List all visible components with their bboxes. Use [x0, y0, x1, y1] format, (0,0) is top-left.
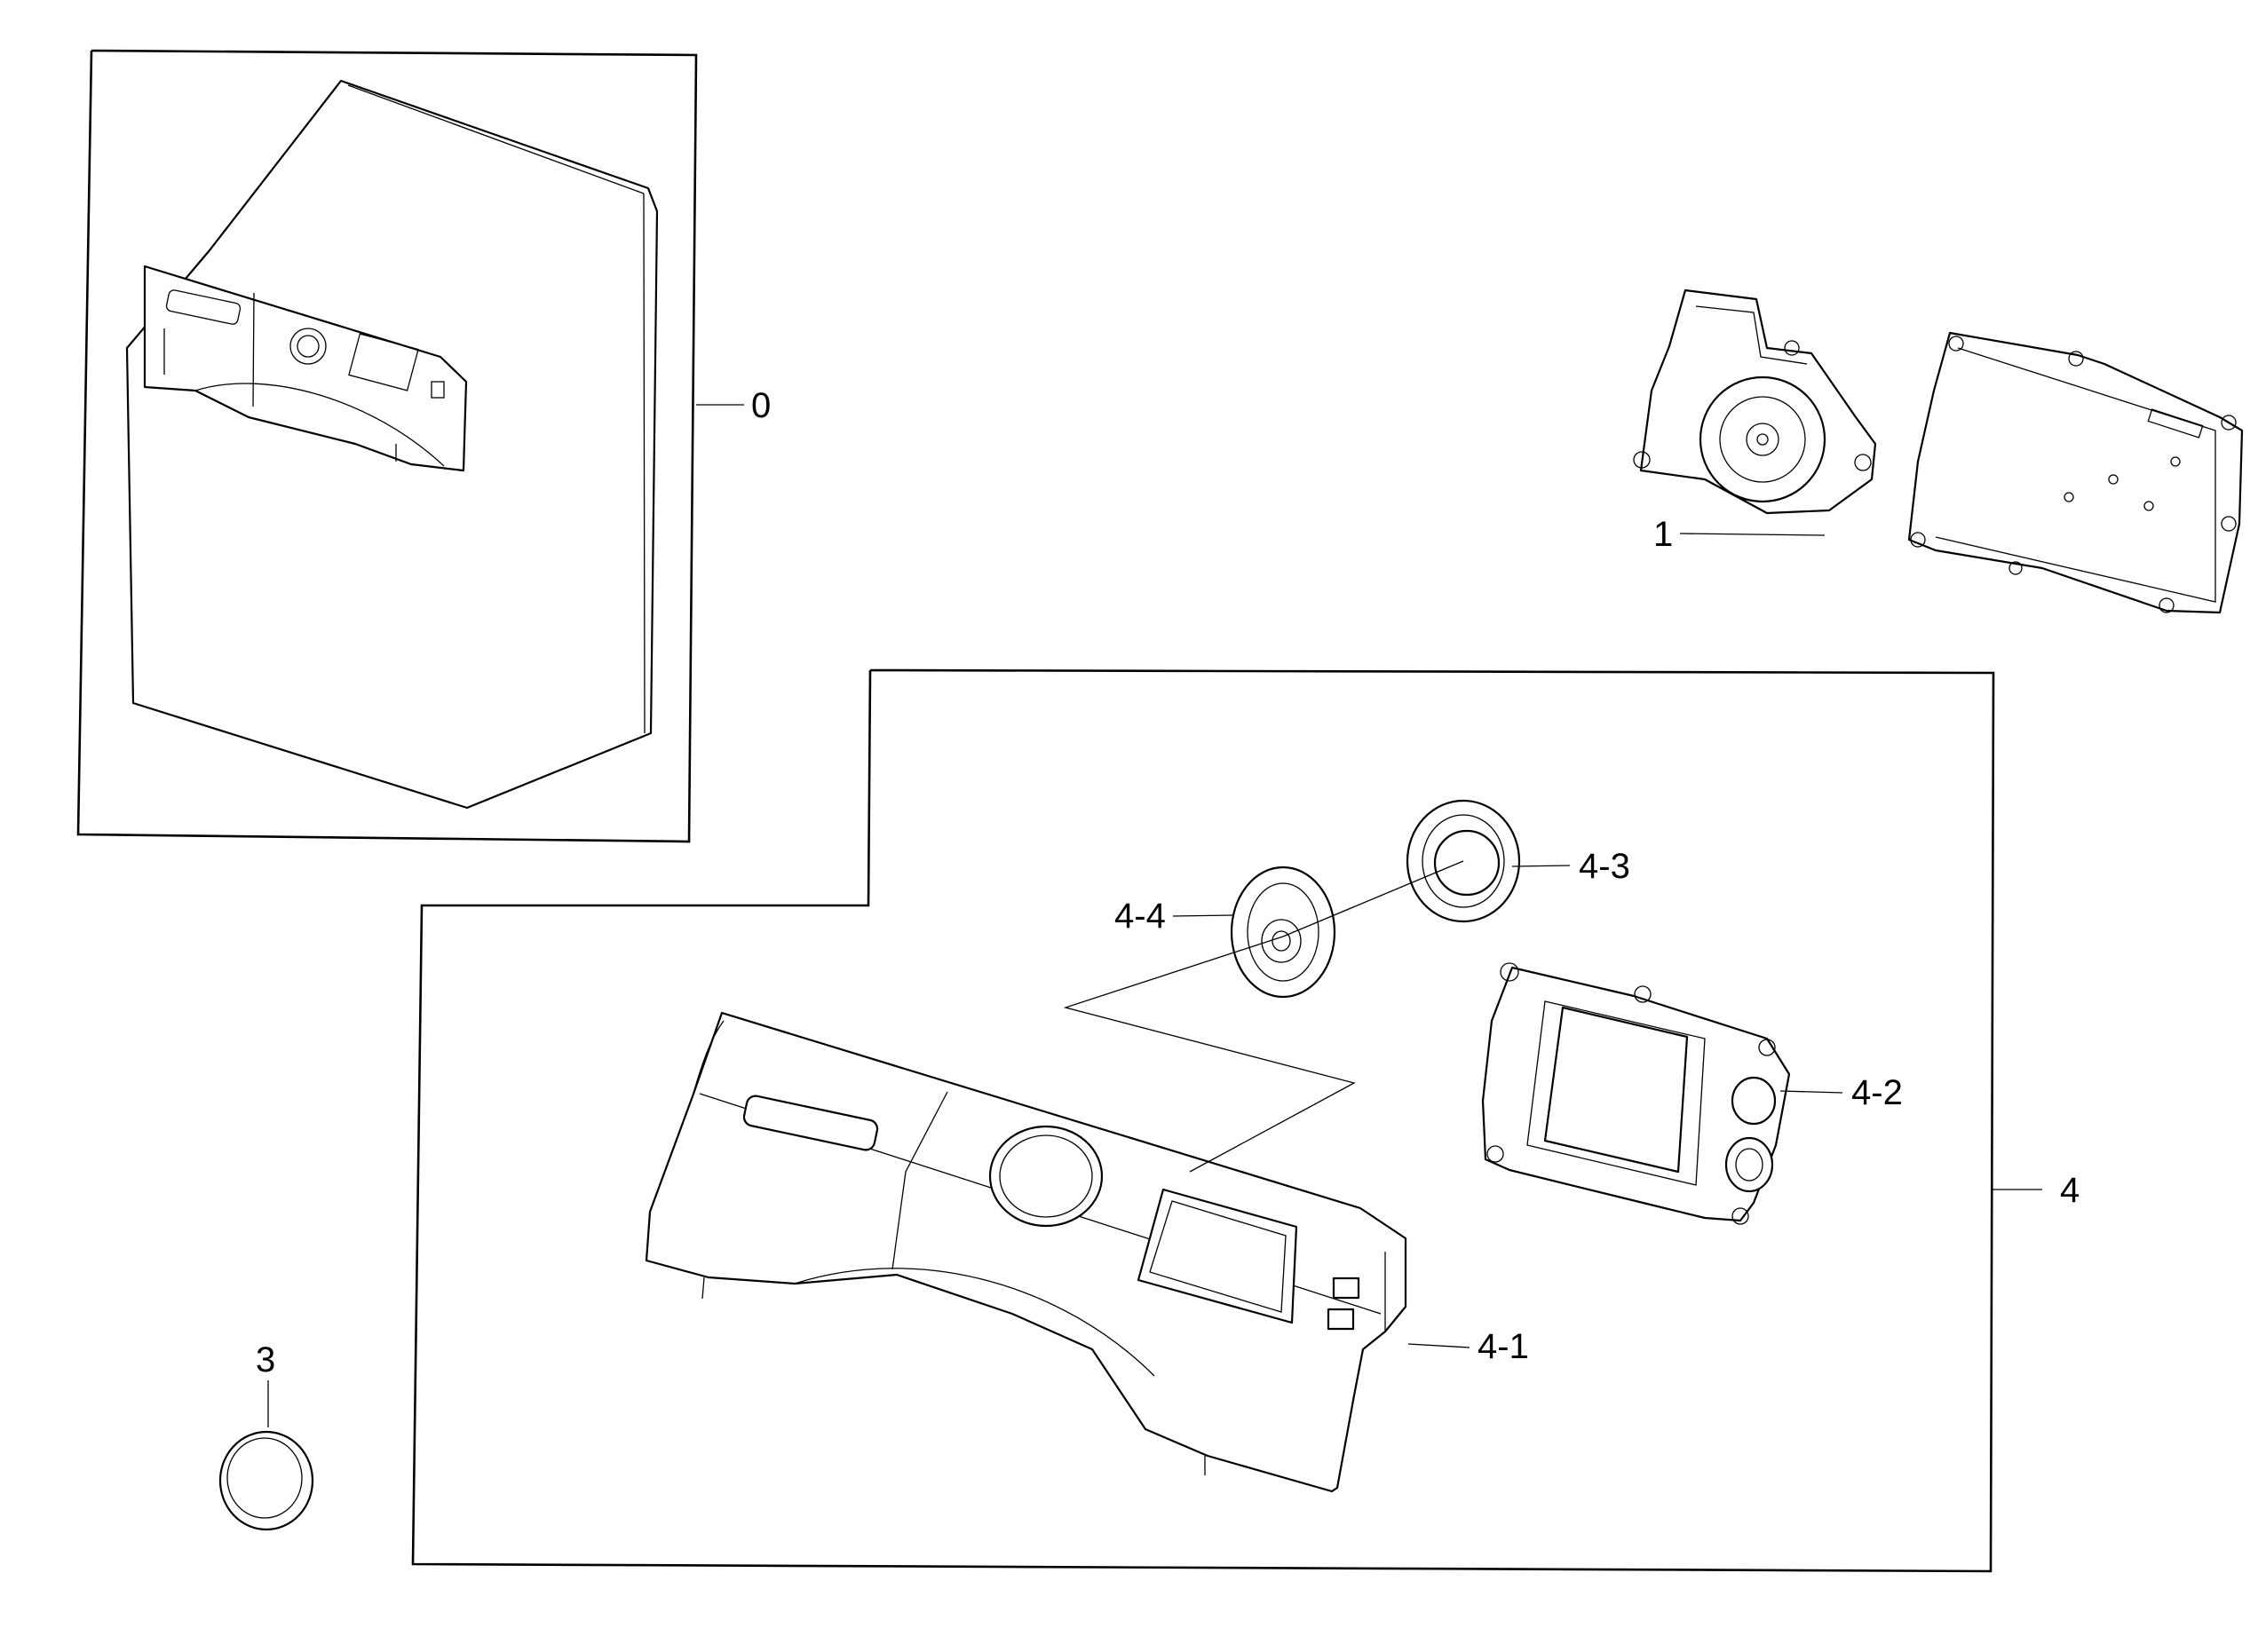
callout-4-4-label: 4-4 [1114, 897, 1166, 936]
assembly-guide-lines [1063, 860, 1464, 1173]
control-panel-frame-illustration [645, 1011, 1407, 1493]
callout-4-3: 4-3 [1511, 847, 1630, 886]
callout-4-3-label: 4-3 [1579, 847, 1630, 886]
washer-cabinet-illustration [125, 79, 659, 810]
dial-ring-illustration [1406, 799, 1521, 923]
callout-0-label: 0 [751, 386, 771, 425]
callout-4-2: 4-2 [1779, 1073, 1903, 1112]
callout-4-2-label: 4-2 [1851, 1073, 1903, 1112]
callout-3: 3 [256, 1340, 275, 1427]
callout-3-label: 3 [256, 1340, 275, 1379]
callout-4-4: 4-4 [1114, 897, 1234, 936]
pcb-assembly-illustration [1633, 289, 2244, 614]
display-board-illustration [1481, 962, 1791, 1225]
assembly-0-frame [76, 49, 698, 843]
callout-1: 1 [1653, 515, 1826, 554]
callout-4-1-label: 4-1 [1478, 1327, 1529, 1366]
callout-0: 0 [696, 386, 771, 425]
callout-4: 4 [1991, 1171, 2080, 1210]
knob-cap-illustration [218, 1430, 314, 1531]
dial-knob-illustration [1230, 866, 1336, 999]
callout-4-label: 4 [2060, 1171, 2080, 1210]
callout-4-1: 4-1 [1407, 1327, 1529, 1366]
assembly-4-frame [411, 668, 1995, 1573]
callout-1-label: 1 [1653, 515, 1673, 554]
